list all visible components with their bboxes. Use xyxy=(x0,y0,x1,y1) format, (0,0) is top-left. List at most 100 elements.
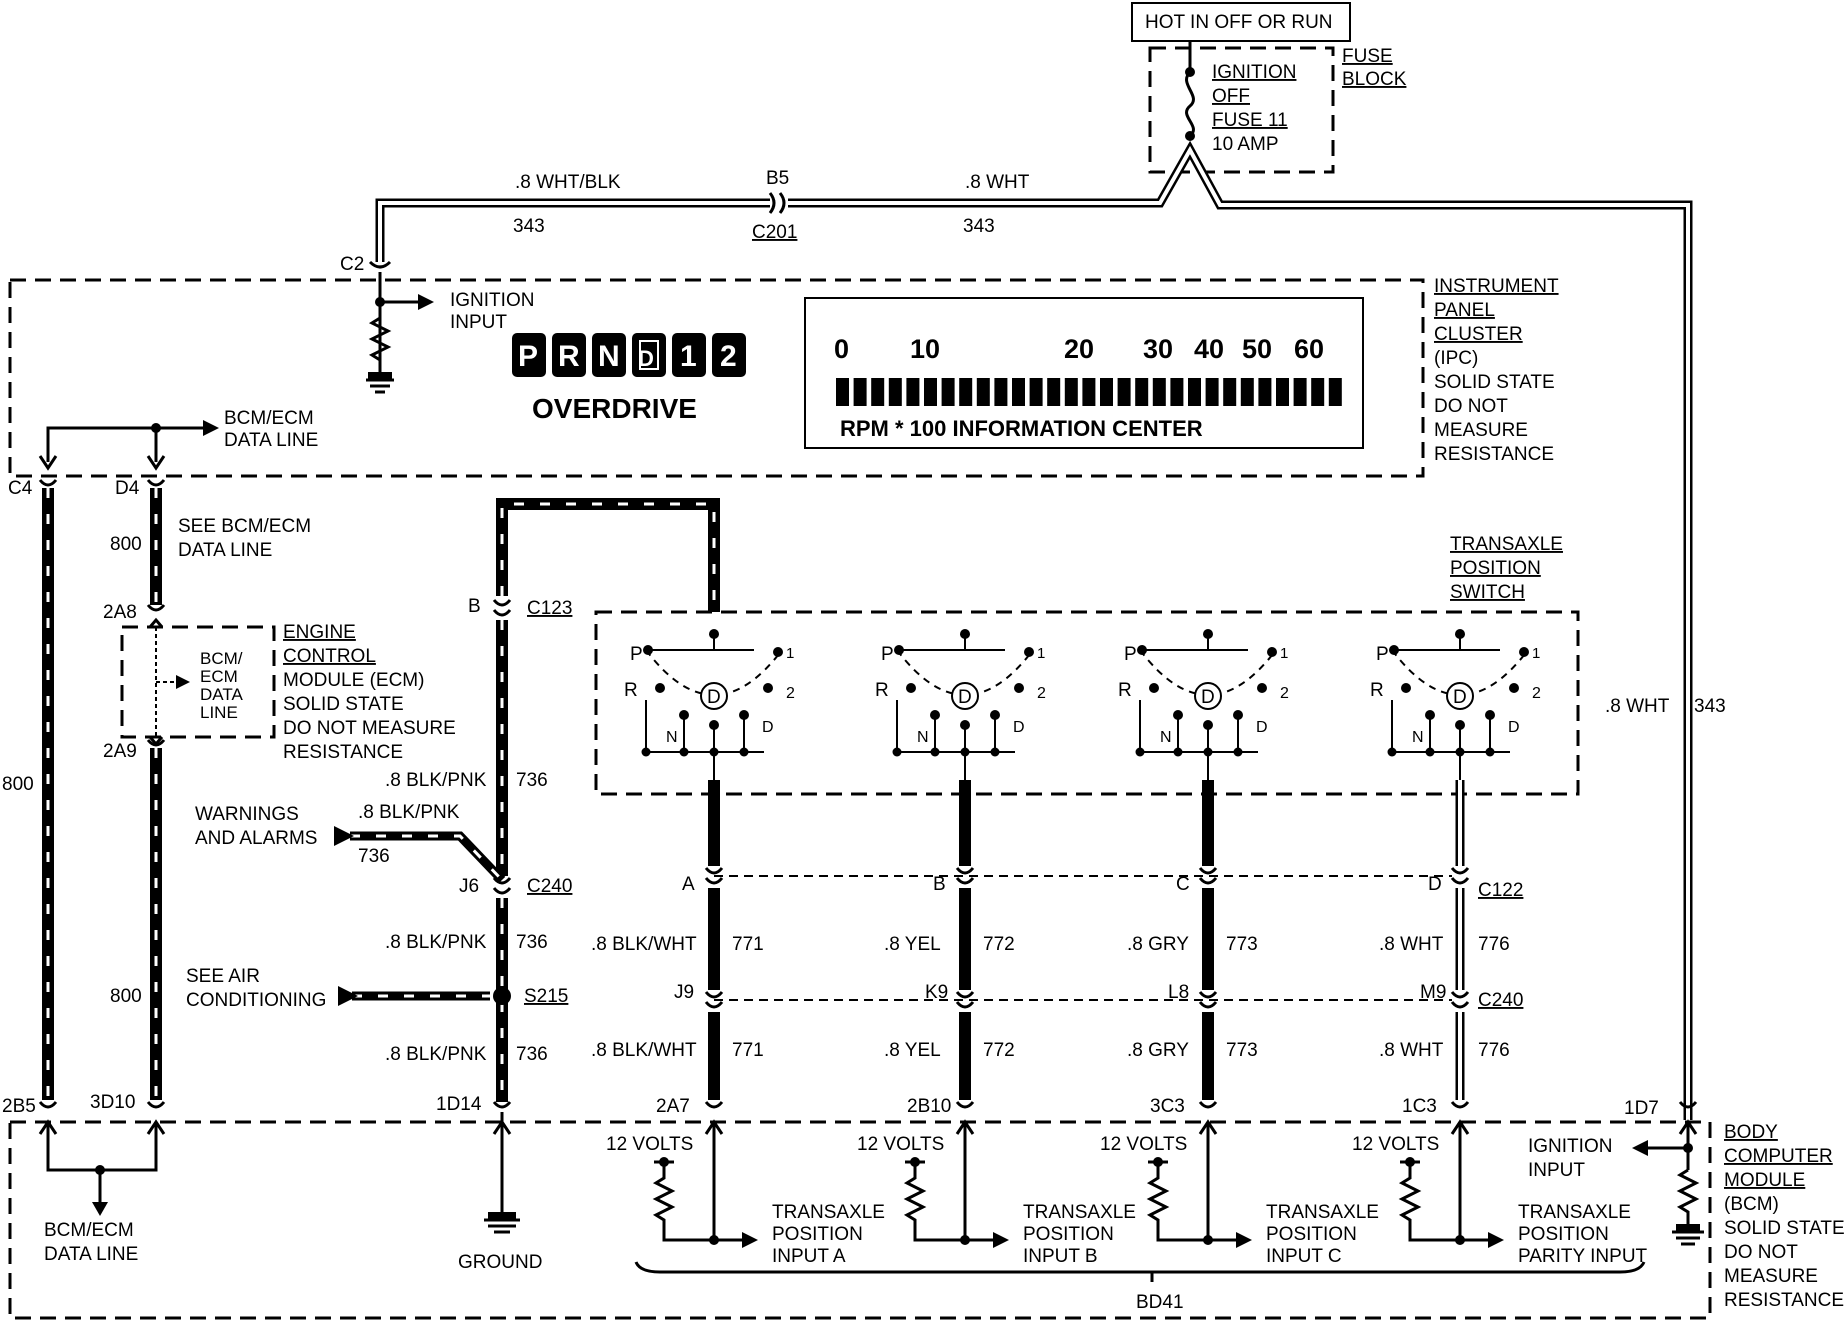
ecm-label-2: CONTROL xyxy=(283,646,376,667)
circuit-800-c: 800 xyxy=(110,986,142,1007)
bcm-ignition-arrow-icon xyxy=(1632,1140,1648,1156)
switch-d2-label: D xyxy=(1256,719,1268,736)
tach-scale-50: 50 xyxy=(1242,334,1272,364)
ipc-label-3: CLUSTER xyxy=(1434,324,1523,345)
input-label-3: INPUT A xyxy=(772,1246,846,1267)
pullup-resistor-icon xyxy=(903,1122,995,1242)
ipc-label-4: (IPC) xyxy=(1434,348,1478,369)
input-label-1: TRANSAXLE xyxy=(1266,1202,1379,1223)
overdrive-label: OVERDRIVE xyxy=(532,393,697,424)
bcm-resistor-icon xyxy=(1676,1168,1700,1232)
ecm-pin-2a8: 2A8 xyxy=(103,602,137,623)
bd41-bracket xyxy=(634,1261,1646,1274)
c122-connector-icon xyxy=(955,867,975,885)
bcm-label-7: MEASURE xyxy=(1724,1266,1818,1287)
bcm-data-down-arrow-icon xyxy=(92,1202,108,1216)
c240-j6-connector-icon xyxy=(492,877,512,895)
see-ac-1: SEE AIR xyxy=(186,966,260,987)
tach-bar-graph xyxy=(836,378,1342,406)
tach-bar-segment xyxy=(1223,378,1237,406)
bcm-data-line-2: DATA LINE xyxy=(44,1244,138,1265)
wire-left-gauge: .8 WHT/BLK xyxy=(515,172,621,193)
c240-connector-icon xyxy=(955,991,975,1009)
tach-bar-segment xyxy=(1188,378,1201,406)
ipc-label-8: RESISTANCE xyxy=(1434,444,1554,465)
pin-top: C xyxy=(1176,874,1190,895)
bcm-pin-2b5: 2B5 xyxy=(2,1096,36,1117)
volts-label: 12 VOLTS xyxy=(1352,1134,1439,1155)
gear-indicator: P R N D 1 2 OVERDRIVE xyxy=(512,333,746,424)
ac-arrow-icon xyxy=(338,986,358,1006)
see-data-line-2: DATA LINE xyxy=(178,540,272,561)
gear-box-n xyxy=(592,333,626,377)
bcm-ignition-input-2: INPUT xyxy=(1528,1160,1585,1181)
wire-circuit-number: 773 xyxy=(1226,934,1258,955)
fuse-block-label-2: BLOCK xyxy=(1342,69,1407,90)
tach-bar-segment xyxy=(1328,378,1342,406)
pin-mid: L8 xyxy=(1168,982,1189,1003)
switch-2-label: 2 xyxy=(1532,685,1541,702)
c4-d4-connector-icons xyxy=(38,479,166,487)
c122-connector-icon xyxy=(1450,867,1470,885)
switch-n-label: N xyxy=(1160,729,1172,746)
tach-bar-segment xyxy=(1047,378,1061,406)
bcm-connector-icon xyxy=(1450,1101,1470,1109)
pin-top: A xyxy=(682,874,695,895)
switch-contact xyxy=(1149,683,1159,693)
bcm-box xyxy=(8,1120,1712,1320)
bcm-connector-icon xyxy=(955,1101,975,1109)
switch-d2-label: D xyxy=(1013,719,1025,736)
tach-bar-segment xyxy=(959,378,973,406)
ipc-data-line-1: BCM/ECM xyxy=(224,408,314,429)
ipc-label-6: DO NOT xyxy=(1434,396,1508,417)
wire-343-left xyxy=(375,198,770,262)
bcm-data-arrow-icons xyxy=(38,1119,166,1135)
gear-box-1 xyxy=(672,333,706,377)
switch-1-label: 1 xyxy=(1037,645,1045,662)
switch-2-label: 2 xyxy=(786,685,795,702)
tach-scale-30: 30 xyxy=(1143,334,1173,364)
wire-right-circuit: 343 xyxy=(963,216,995,237)
ecm-inner-2: ECM xyxy=(200,667,238,686)
wire-gauge-lower: .8 WHT xyxy=(1379,1040,1444,1061)
switch-n-label: N xyxy=(917,729,929,746)
bcm-label-5: SOLID STATE xyxy=(1724,1218,1845,1239)
tachometer-display: 0 10 20 30 40 50 60 RPM * 100 INFORMATIO… xyxy=(804,297,1364,449)
warnings-arrow-icon xyxy=(334,826,354,846)
gauge-736-c: .8 BLK/PNK xyxy=(385,1044,487,1065)
c122-label: C122 xyxy=(1478,880,1523,901)
wire-gauge: .8 BLK/WHT xyxy=(591,934,697,955)
switch-contact xyxy=(906,683,916,693)
switch-label-3: SWITCH xyxy=(1450,582,1525,603)
switch-label-2: POSITION xyxy=(1450,558,1541,579)
c122-connector-icon xyxy=(704,867,724,885)
ipc-data-line-wire xyxy=(46,426,205,462)
circuit-343-top: .8 WHT/BLK 343 B5 C201 .8 WHT 343 C2 343… xyxy=(340,140,1726,1120)
gauge-736-a: .8 BLK/PNK xyxy=(385,770,487,791)
switch-2-label: 2 xyxy=(1280,685,1289,702)
tach-scale-20: 20 xyxy=(1064,334,1094,364)
pin-top: B xyxy=(933,874,946,895)
ipc-label-5: SOLID STATE xyxy=(1434,372,1555,393)
c240-connector-icon xyxy=(1198,991,1218,1009)
circuit-736-c: 736 xyxy=(516,1044,548,1065)
tach-bar-segment xyxy=(836,378,849,406)
tach-caption: RPM * 100 INFORMATION CENTER xyxy=(840,416,1203,441)
bcm-pin-1d14: 1D14 xyxy=(436,1094,482,1115)
pin-bottom: 1C3 xyxy=(1402,1096,1437,1117)
input-label-1: TRANSAXLE xyxy=(1023,1202,1136,1223)
switch-d-label: D xyxy=(707,687,721,708)
fuse-text-2: OFF xyxy=(1212,86,1250,107)
wire-circuit-number: 771 xyxy=(732,934,764,955)
tach-scale-10: 10 xyxy=(910,334,940,364)
tach-bar-segment xyxy=(1135,378,1149,406)
tach-bar-segment xyxy=(976,378,990,406)
tach-bar-segment xyxy=(1117,378,1131,406)
ipc-data-line-2: DATA LINE xyxy=(224,430,318,451)
